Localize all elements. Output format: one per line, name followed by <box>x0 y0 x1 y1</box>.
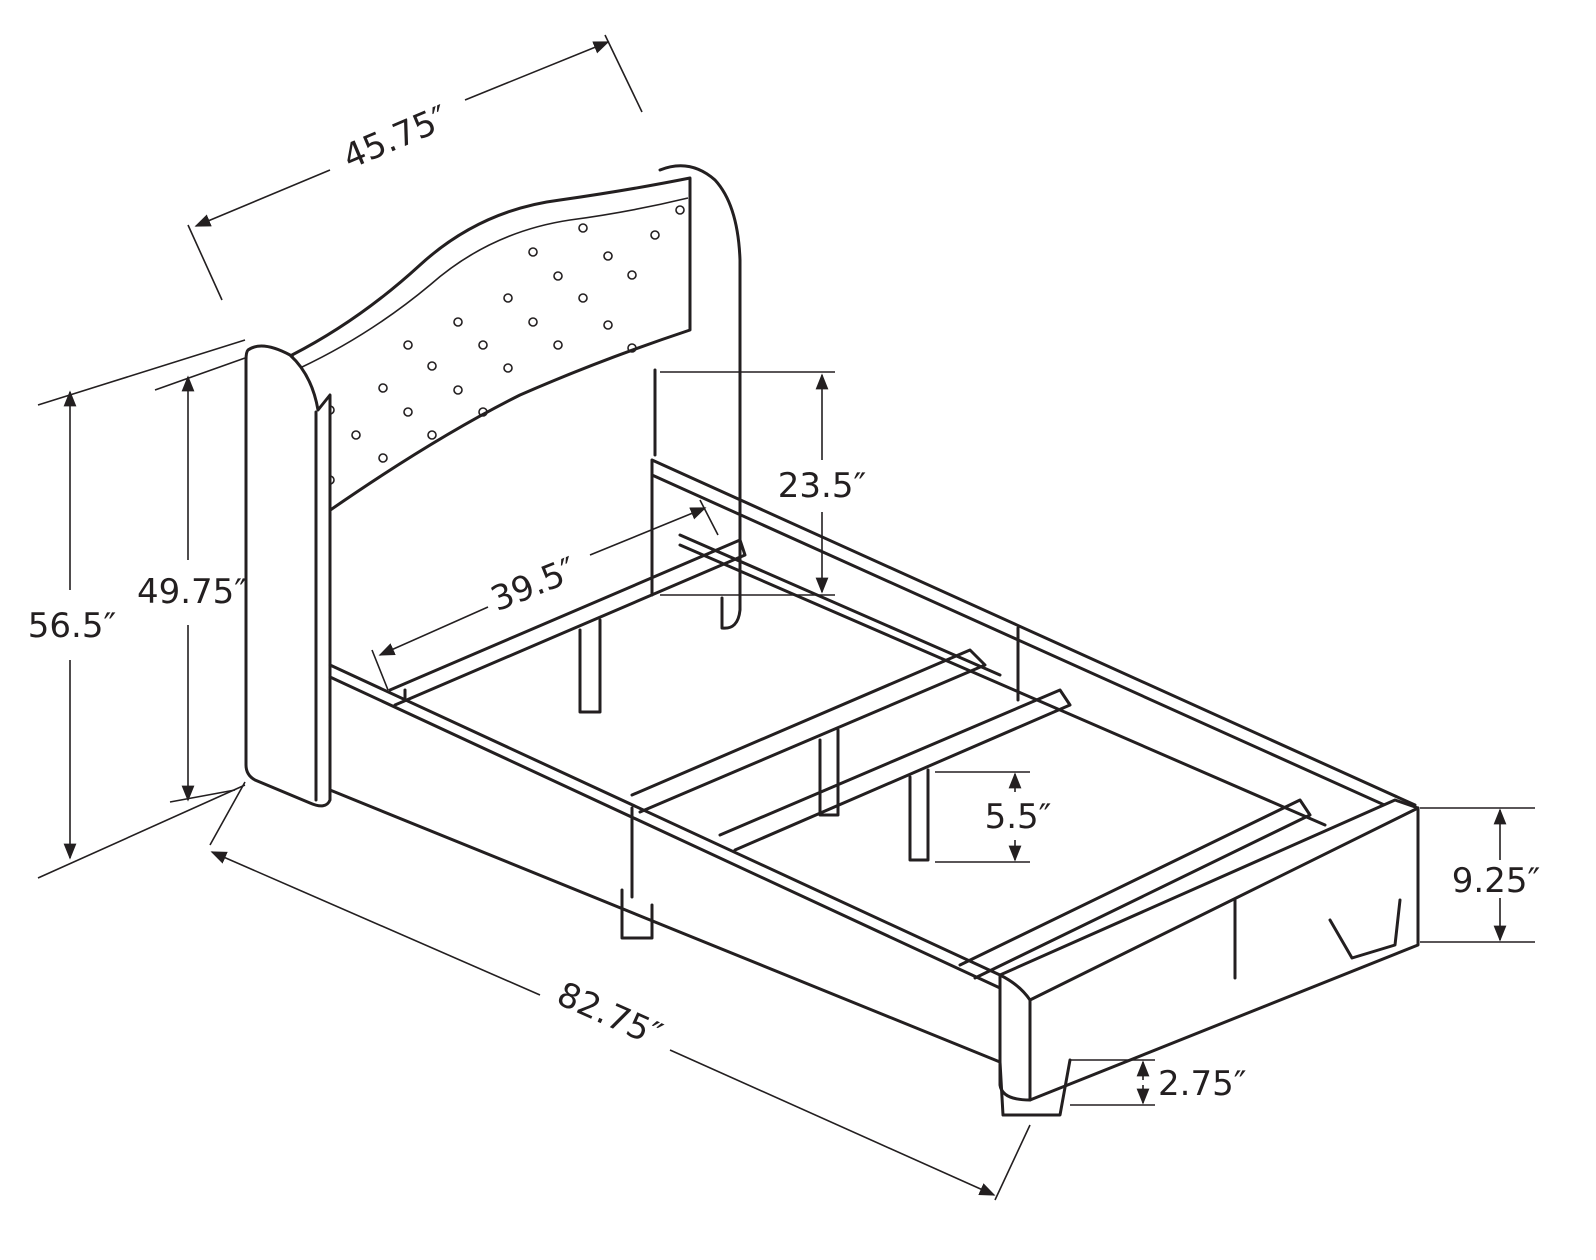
label-headboard-width: 45.75″ <box>337 98 454 178</box>
headboard-panel <box>290 176 692 522</box>
label-inner-width: 39.5″ <box>485 550 582 620</box>
slats <box>388 533 1327 980</box>
label-leg-height: 2.75″ <box>1158 1064 1246 1104</box>
headboard-right-wing <box>658 164 742 630</box>
left-side-rail <box>328 663 1002 1064</box>
leg-front-left <box>620 888 654 940</box>
label-headboard-panel-height: 23.5″ <box>778 466 866 506</box>
label-side-post-height: 49.75″ <box>137 572 247 612</box>
bed-frame <box>244 164 1420 1117</box>
tufting-buttons <box>325 205 685 485</box>
leg-front-right <box>998 1058 1072 1117</box>
label-total-height: 56.5″ <box>28 606 116 646</box>
headboard-left-post <box>244 344 332 808</box>
label-total-length: 82.75″ <box>551 974 668 1055</box>
label-rail-height: 9.25″ <box>1452 861 1540 901</box>
right-side-rail <box>650 458 1417 814</box>
leg-back-right <box>1328 898 1402 960</box>
dimension-lines <box>37 34 1535 1201</box>
label-center-leg-height: 5.5″ <box>985 797 1052 837</box>
